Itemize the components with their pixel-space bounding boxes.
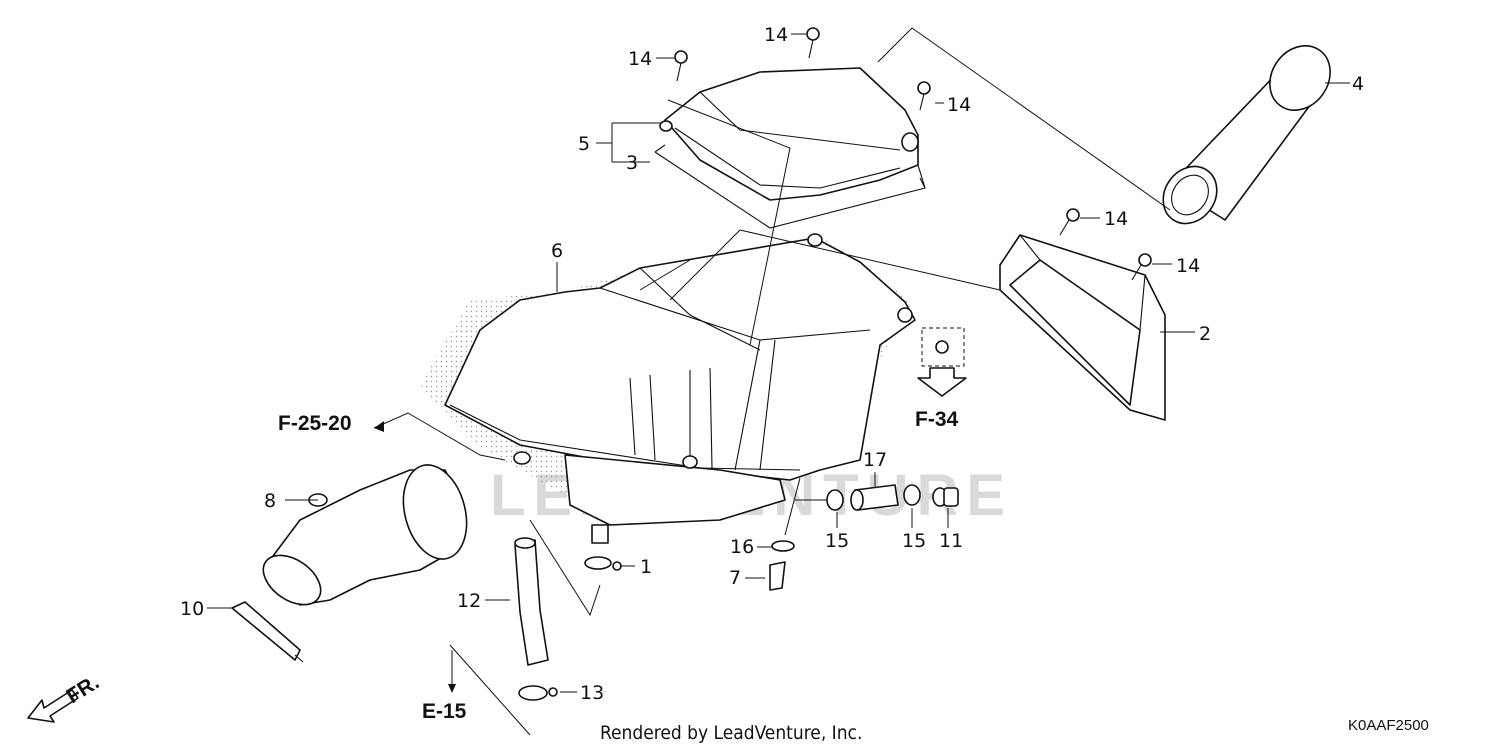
callout-15-right: 15	[902, 530, 926, 552]
clamp-part-15-left	[826, 489, 844, 511]
clip-part-1	[584, 556, 622, 571]
tube-band-part-10	[231, 601, 304, 663]
callout-11: 11	[939, 530, 963, 552]
callout-14-top-left: 14	[628, 48, 652, 70]
fitting-part-11	[932, 487, 959, 507]
ref-f-34: F-34	[915, 408, 959, 431]
ref-e-15: E-15	[422, 700, 467, 723]
callout-2: 2	[1199, 323, 1211, 345]
rendered-by-credit: Rendered by LeadVenture, Inc.	[600, 722, 862, 744]
drain-tube-part-12	[514, 537, 549, 666]
cap-part-7	[769, 561, 786, 591]
callout-14-top: 14	[764, 24, 788, 46]
callout-5: 5	[578, 133, 590, 155]
clamp-part-15-right	[903, 484, 921, 506]
callout-4: 4	[1352, 73, 1364, 95]
callout-1: 1	[640, 556, 652, 578]
callout-14-cover-right: 14	[947, 94, 971, 116]
callout-6: 6	[551, 240, 563, 262]
callout-3: 3	[626, 152, 638, 174]
callout-17: 17	[863, 449, 887, 471]
connecting-tube-part-8	[262, 464, 468, 606]
grommet-f34	[917, 327, 967, 397]
callout-13: 13	[580, 682, 604, 704]
callout-14-side-lower: 14	[1176, 255, 1200, 277]
air-cleaner-case-part-6	[420, 233, 916, 544]
callout-12: 12	[457, 590, 481, 612]
callout-7: 7	[729, 567, 741, 589]
side-cover-part-2	[999, 234, 1166, 421]
front-arrow-icon	[27, 689, 79, 723]
bolt-part-14	[674, 27, 1152, 281]
ref-f-25-20: F-25-20	[278, 412, 352, 435]
callout-15-left: 15	[825, 530, 849, 552]
callout-10: 10	[180, 598, 204, 620]
callout-8: 8	[264, 490, 276, 512]
callout-16: 16	[730, 536, 754, 558]
filter-element-part-4	[1162, 45, 1331, 225]
cover-seal-part-3	[654, 144, 926, 229]
clip-part-13	[518, 685, 558, 701]
diagram-code: K0AAF2500	[1348, 717, 1429, 734]
air-cleaner-cover-part-5	[659, 67, 919, 201]
hose-part-17	[850, 484, 899, 511]
clip-part-16	[771, 540, 795, 552]
leader-lines	[207, 27, 1350, 736]
callout-14-side-upper: 14	[1104, 208, 1128, 230]
